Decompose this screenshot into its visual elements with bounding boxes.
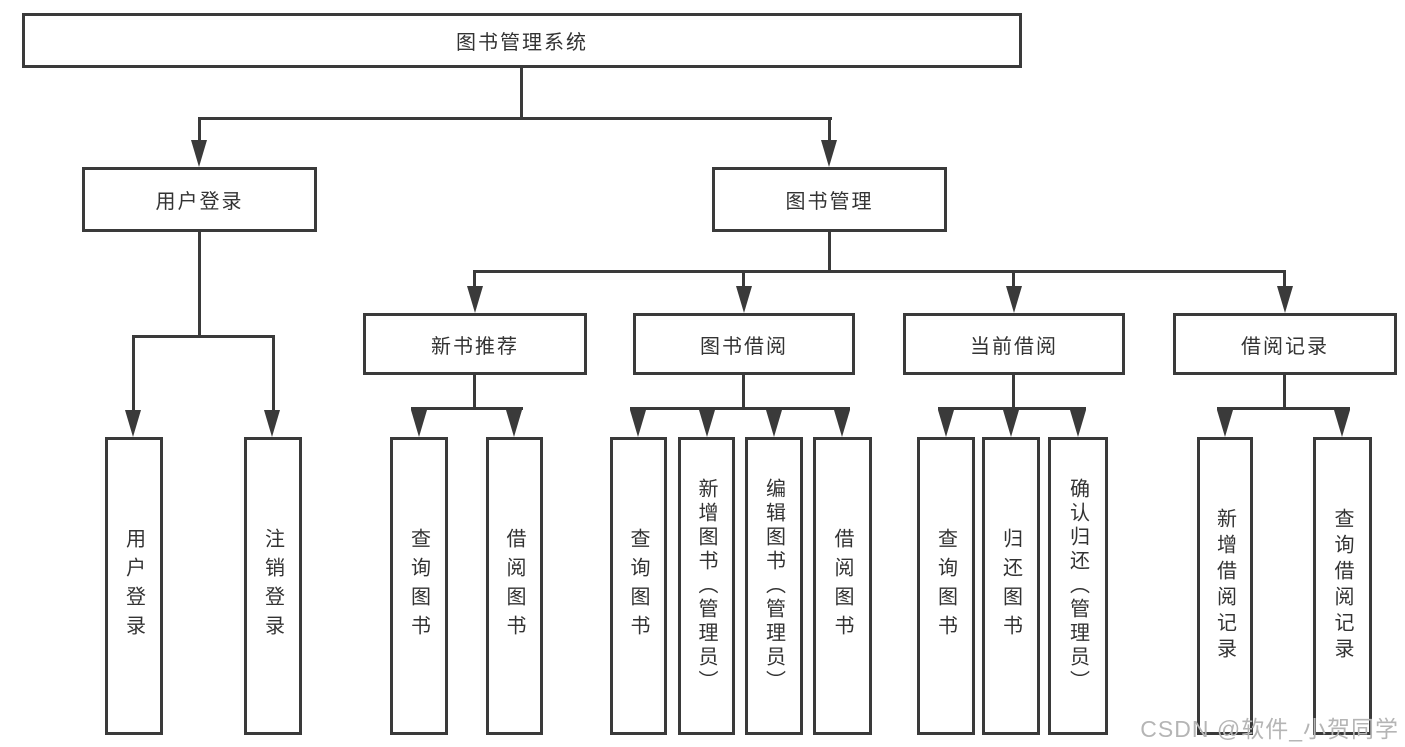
arrow-down-icon	[1277, 286, 1293, 313]
leaf-current-confirm-return-admin-label: 确认归还（管理员）	[1066, 478, 1089, 694]
connector-current-bar	[938, 407, 1086, 410]
arrow-down-icon	[630, 410, 646, 437]
leaf-borrowing-query-books-label: 查询图书	[627, 528, 649, 644]
leaf-current-query-books: 查询图书	[917, 437, 975, 735]
arrow-down-icon	[1003, 410, 1019, 437]
leaf-newbook-borrow-books-label: 借阅图书	[503, 528, 525, 644]
leaf-borrowing-borrow-books: 借阅图书	[813, 437, 872, 735]
leaf-newbook-query-books: 查询图书	[390, 437, 448, 735]
arrow-down-icon	[191, 140, 207, 167]
leaf-current-return-books: 归还图书	[982, 437, 1040, 735]
connector-bookmgmt-drop-2	[742, 270, 745, 288]
leaf-logout-label: 注销登录	[261, 528, 284, 644]
arrow-down-icon	[1217, 410, 1233, 437]
leaf-records-query-record-label: 查询借阅记录	[1331, 508, 1353, 664]
connector-userlogin-drop-left	[132, 335, 135, 412]
arrow-down-icon	[1334, 410, 1350, 437]
node-user-login-label: 用户登录	[155, 191, 244, 213]
node-root-label: 图书管理系统	[456, 32, 588, 54]
connector-bookmgmt-bar	[473, 270, 1286, 273]
node-root: 图书管理系统	[22, 13, 1022, 68]
connector-borrowing-stem	[742, 375, 745, 410]
connector-records-bar	[1217, 407, 1350, 410]
arrow-down-icon	[736, 286, 752, 313]
node-book-management: 图书管理	[712, 167, 947, 232]
connector-root-stem	[520, 68, 523, 118]
connector-userlogin-stem	[198, 232, 201, 338]
arrow-down-icon	[506, 410, 522, 437]
leaf-current-query-books-label: 查询图书	[934, 528, 957, 644]
leaf-records-add-record: 新增借阅记录	[1197, 437, 1253, 735]
connector-borrowing-bar	[630, 407, 850, 410]
arrow-down-icon	[264, 410, 280, 437]
leaf-borrowing-query-books: 查询图书	[610, 437, 667, 735]
arrow-down-icon	[766, 410, 782, 437]
arrow-down-icon	[699, 410, 715, 437]
node-current-borrowing-label: 当前借阅	[970, 335, 1058, 358]
connector-newbook-bar	[411, 407, 523, 410]
leaf-newbook-query-books-label: 查询图书	[407, 528, 430, 644]
connector-userlogin-bar	[132, 335, 275, 338]
leaf-borrowing-edit-books-admin-label: 编辑图书（管理员）	[762, 478, 785, 694]
arrow-down-icon	[467, 286, 483, 313]
connector-bookmgmt-drop-4	[1283, 270, 1286, 288]
node-book-borrowing-label: 图书借阅	[700, 335, 788, 358]
leaf-current-return-books-label: 归还图书	[999, 528, 1022, 644]
connector-userlogin-drop-right	[272, 335, 275, 412]
leaf-user-login: 用户登录	[105, 437, 163, 735]
node-user-login: 用户登录	[82, 167, 317, 232]
leaf-records-query-record: 查询借阅记录	[1313, 437, 1372, 735]
connector-root-drop-left	[198, 117, 201, 142]
leaf-current-confirm-return-admin: 确认归还（管理员）	[1048, 437, 1108, 735]
connector-newbook-stem	[473, 375, 476, 410]
leaf-user-login-label: 用户登录	[122, 528, 145, 644]
leaf-logout: 注销登录	[244, 437, 302, 735]
connector-bookmgmt-stem	[828, 232, 831, 273]
arrow-down-icon	[1006, 286, 1022, 313]
connector-records-stem	[1283, 375, 1286, 410]
connector-root-bar	[198, 117, 832, 120]
node-borrow-records-label: 借阅记录	[1241, 335, 1329, 358]
arrow-down-icon	[938, 410, 954, 437]
leaf-borrowing-add-books-admin-label: 新增图书（管理员）	[695, 478, 717, 694]
arrow-down-icon	[834, 410, 850, 437]
leaf-records-add-record-label: 新增借阅记录	[1213, 508, 1236, 664]
arrow-down-icon	[411, 410, 427, 437]
leaf-borrowing-add-books-admin: 新增图书（管理员）	[678, 437, 735, 735]
arrow-down-icon	[125, 410, 141, 437]
node-current-borrowing: 当前借阅	[903, 313, 1125, 375]
csdn-watermark: CSDN @软件_小贺同学	[1140, 716, 1399, 742]
leaf-newbook-borrow-books: 借阅图书	[486, 437, 543, 735]
arrow-down-icon	[821, 140, 837, 167]
node-book-borrowing: 图书借阅	[633, 313, 855, 375]
leaf-borrowing-edit-books-admin: 编辑图书（管理员）	[745, 437, 803, 735]
node-new-book-recommend: 新书推荐	[363, 313, 587, 375]
node-book-management-label: 图书管理	[785, 191, 874, 213]
node-new-book-recommend-label: 新书推荐	[431, 335, 519, 358]
connector-bookmgmt-drop-3	[1012, 270, 1015, 288]
node-borrow-records: 借阅记录	[1173, 313, 1397, 375]
leaf-borrowing-borrow-books-label: 借阅图书	[831, 528, 853, 644]
connector-bookmgmt-drop-1	[473, 270, 476, 288]
connector-current-stem	[1012, 375, 1015, 410]
arrow-down-icon	[1070, 410, 1086, 437]
connector-root-drop-right	[828, 117, 831, 142]
